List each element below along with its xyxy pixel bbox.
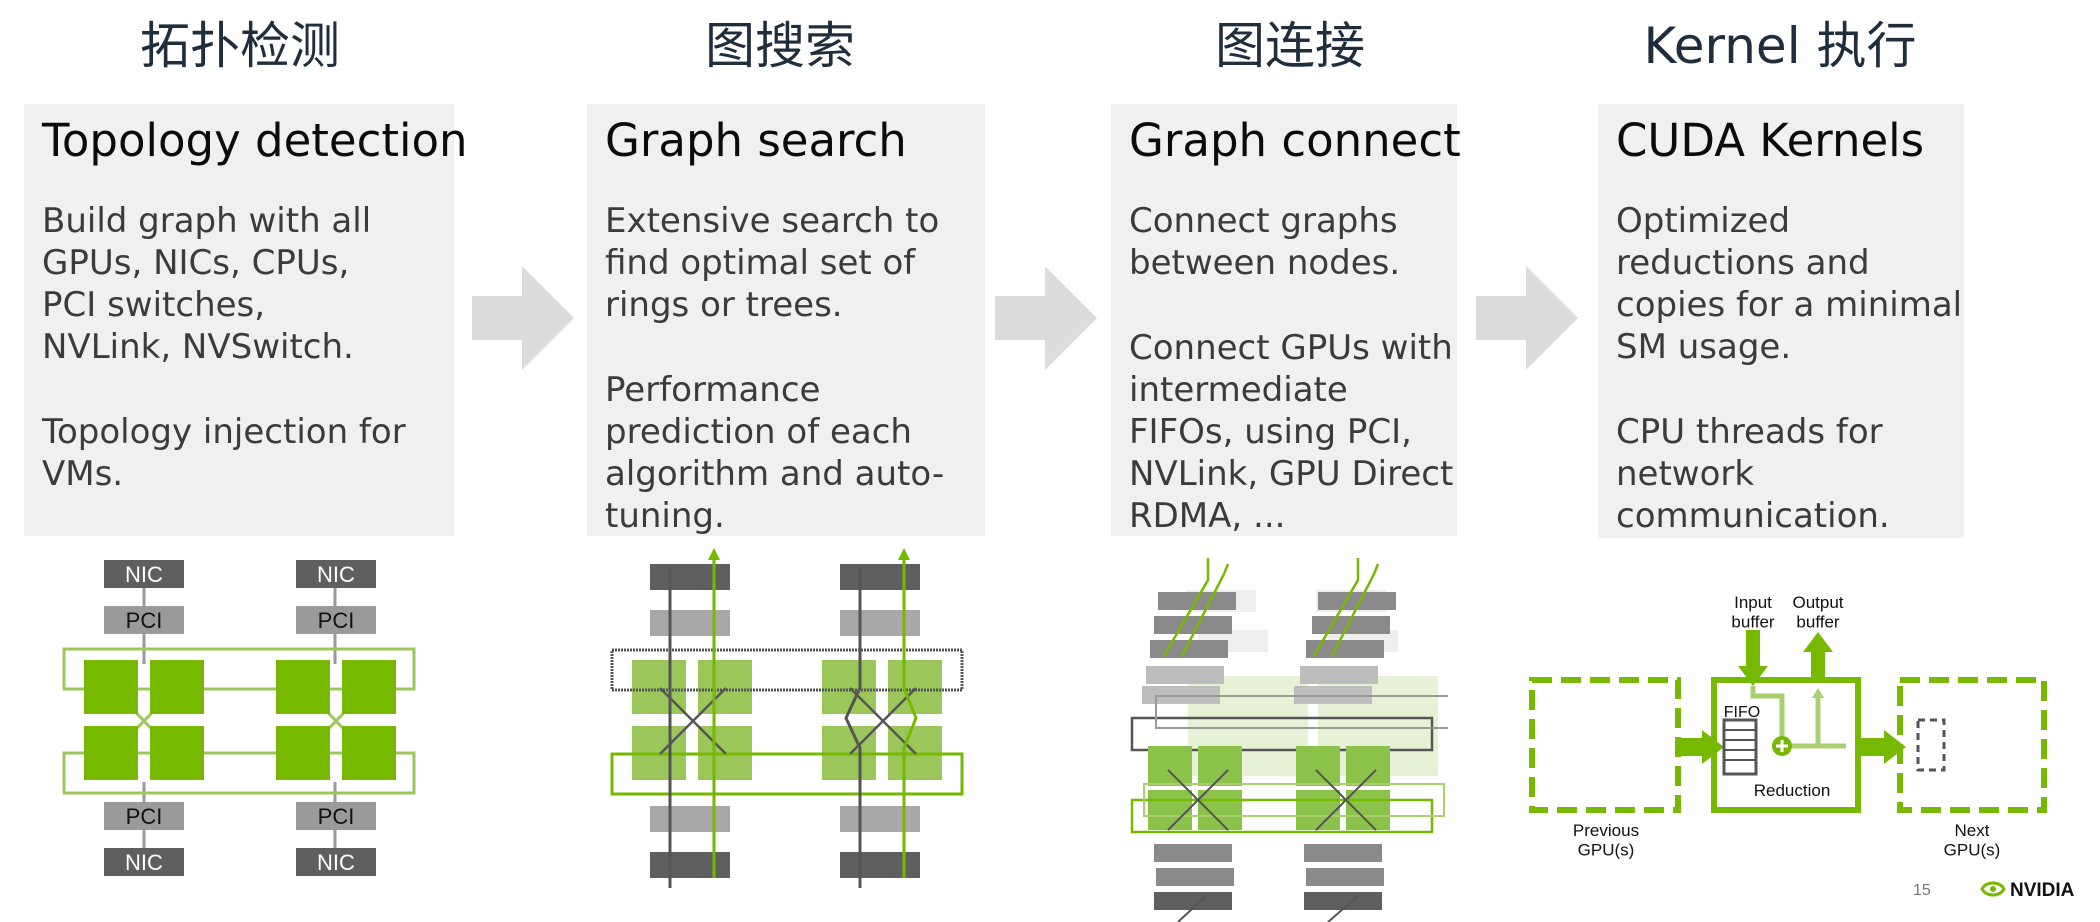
nvidia-logo-icon bbox=[1980, 881, 2006, 897]
pci-label: PCI bbox=[126, 804, 163, 829]
step-3-zh-title: 图连接 bbox=[1215, 17, 1365, 75]
pci-label: PCI bbox=[318, 804, 355, 829]
step-1-zh-title: 拓扑检测 bbox=[140, 17, 340, 75]
step-2-heading: Graph search bbox=[605, 114, 907, 167]
step-1-body: Build graph with all GPUs, NICs, CPUs, P… bbox=[42, 200, 406, 538]
step-1-heading: Topology detection bbox=[42, 114, 468, 167]
nvidia-logo-text: NVIDIA bbox=[2010, 880, 2075, 901]
step-4-heading: CUDA Kernels bbox=[1616, 114, 1925, 167]
step-4-paragraph-2: CPU threads for network communication. bbox=[1616, 412, 1890, 536]
pci-label: PCI bbox=[126, 608, 163, 633]
step-2-card: Graph search Extensive search to find op… bbox=[587, 104, 985, 536]
step-4-card: CUDA Kernels Optimized reductions and co… bbox=[1598, 104, 1964, 538]
topology-diagram: NIC NIC PCI PCI PCI PCI NIC NIC bbox=[62, 560, 416, 876]
step-3-heading: Graph connect bbox=[1129, 114, 1461, 167]
step-2-paragraph-1: Extensive search to find optimal set of … bbox=[605, 201, 940, 325]
nic-label: NIC bbox=[125, 562, 163, 587]
step-2-paragraph-2: Performance prediction of each algorithm… bbox=[605, 370, 945, 536]
step-3-card: Graph connect Connect graphs between nod… bbox=[1111, 104, 1461, 536]
arrow-right-icon bbox=[1476, 266, 1578, 370]
step-4-zh-title: Kernel 执行 bbox=[1643, 17, 1917, 75]
reduction-label: Reduction bbox=[1754, 781, 1831, 800]
step-3-paragraph-1: Connect graphs between nodes. bbox=[1129, 201, 1401, 283]
arrow-right-icon bbox=[995, 266, 1097, 370]
step-4-body: Optimized reductions and copies for a mi… bbox=[1616, 200, 1962, 580]
step-1-paragraph-1: Build graph with all GPUs, NICs, CPUs, P… bbox=[42, 201, 372, 367]
step-2-zh-title: 图搜索 bbox=[705, 17, 855, 75]
step-3-paragraph-2: Connect GPUs with intermediate FIFOs, us… bbox=[1129, 328, 1454, 536]
graph-search-diagram bbox=[610, 548, 964, 888]
arrow-right-icon bbox=[472, 266, 574, 370]
nic-label: NIC bbox=[317, 562, 355, 587]
graph-connect-diagram bbox=[1130, 558, 1448, 922]
step-1-card: Topology detection Build graph with all … bbox=[24, 104, 468, 538]
nic-label: NIC bbox=[317, 850, 355, 875]
step-4-paragraph-1: Optimized reductions and copies for a mi… bbox=[1616, 201, 1963, 367]
pci-label: PCI bbox=[318, 608, 355, 633]
fifo-label: FIFO bbox=[1724, 704, 1760, 721]
step-1-paragraph-2: Topology injection for VMs. bbox=[42, 412, 406, 494]
nic-label: NIC bbox=[125, 850, 163, 875]
page-number: 15 bbox=[1913, 882, 1931, 899]
step-3-body: Connect graphs between nodes. Connect GP… bbox=[1129, 200, 1453, 580]
step-2-body: Extensive search to find optimal set of … bbox=[605, 200, 944, 580]
